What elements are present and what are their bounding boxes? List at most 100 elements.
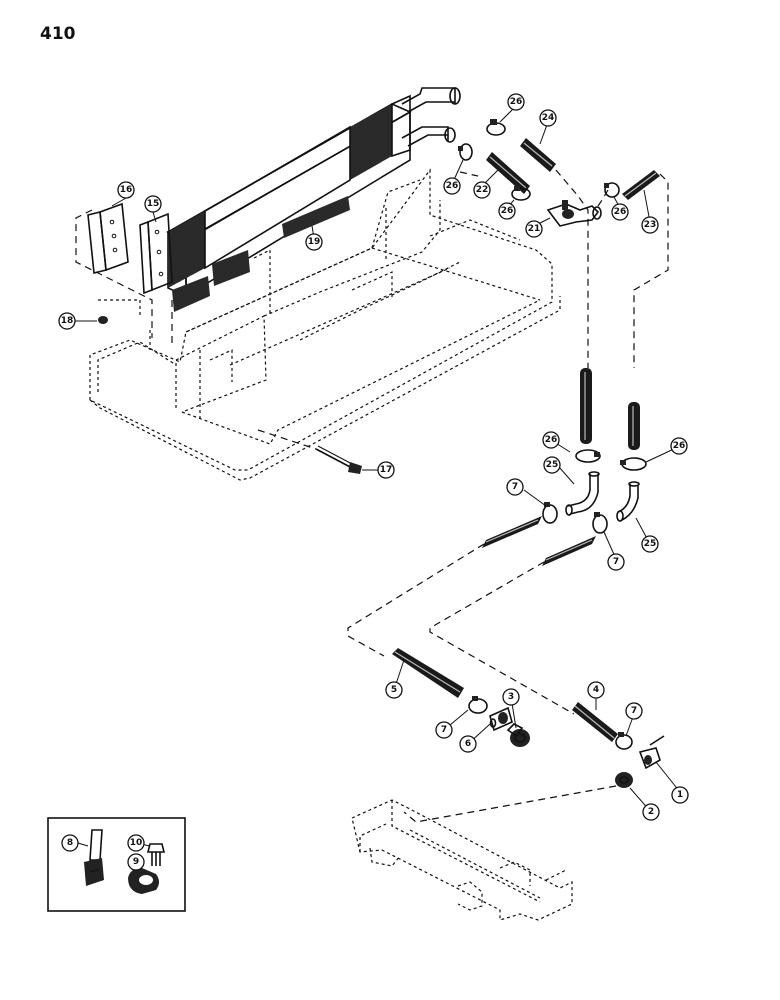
clamp-26-f bbox=[620, 457, 647, 471]
clamp-26-d bbox=[604, 182, 620, 198]
engine-block-outline bbox=[351, 799, 573, 921]
callout-25-b: 25 bbox=[641, 535, 659, 553]
callout-26-d: 26 bbox=[611, 203, 629, 221]
svg-text:26: 26 bbox=[545, 435, 558, 445]
svg-text:26: 26 bbox=[446, 181, 459, 191]
callout-26-e: 26 bbox=[542, 431, 560, 449]
bracket-15 bbox=[139, 212, 173, 295]
callout-1: 1 bbox=[671, 786, 689, 804]
guide-line-return bbox=[429, 561, 575, 715]
svg-text:6: 6 bbox=[465, 739, 471, 749]
callout-15: 15 bbox=[144, 195, 162, 213]
svg-text:25: 25 bbox=[644, 539, 657, 549]
callout-8: 8 bbox=[61, 834, 79, 852]
drain-valve-1 bbox=[638, 735, 665, 770]
hose-5 bbox=[392, 648, 464, 698]
page-number: 410 bbox=[40, 24, 76, 44]
callout-26-f: 26 bbox=[670, 437, 688, 455]
callout-19: 19 bbox=[305, 233, 323, 251]
svg-text:1: 1 bbox=[677, 790, 683, 800]
guide-line-brackets bbox=[75, 209, 153, 338]
svg-text:26: 26 bbox=[510, 97, 523, 107]
callout-21: 21 bbox=[525, 220, 543, 238]
svg-text:7: 7 bbox=[512, 482, 518, 492]
vertical-hose-left bbox=[580, 368, 592, 444]
callout-5: 5 bbox=[385, 681, 403, 699]
callout-10: 10 bbox=[127, 834, 145, 852]
svg-text:4: 4 bbox=[593, 685, 599, 695]
guide-line-left-return bbox=[555, 169, 589, 368]
clamp-26-e bbox=[575, 449, 601, 463]
svg-text:2: 2 bbox=[648, 807, 654, 817]
callout-4: 4 bbox=[587, 681, 605, 699]
svg-text:23: 23 bbox=[644, 220, 657, 230]
guide-line-bolt bbox=[257, 429, 317, 450]
callout-9: 9 bbox=[127, 853, 145, 871]
core-fins-left bbox=[168, 211, 205, 288]
bracket-16 bbox=[87, 202, 129, 274]
svg-text:19: 19 bbox=[308, 237, 321, 247]
guide-line-feed bbox=[347, 543, 485, 657]
svg-text:9: 9 bbox=[133, 857, 139, 867]
guide-line-upper bbox=[459, 171, 479, 177]
guide-line-engine bbox=[403, 785, 617, 823]
hose-mid-right bbox=[542, 536, 596, 566]
clip-9 bbox=[128, 868, 159, 894]
guide-line-valve bbox=[597, 189, 609, 207]
callout-7-a: 7 bbox=[506, 478, 524, 496]
callout-22: 22 bbox=[473, 181, 491, 199]
svg-text:26: 26 bbox=[614, 207, 627, 217]
svg-text:8: 8 bbox=[67, 838, 73, 848]
svg-text:3: 3 bbox=[508, 692, 514, 702]
clamp-26-a bbox=[486, 119, 506, 136]
callout-24: 24 bbox=[539, 109, 557, 127]
bolt-10 bbox=[146, 843, 166, 866]
clamp-26-b bbox=[458, 143, 473, 161]
svg-text:17: 17 bbox=[380, 465, 393, 475]
callout-18: 18 bbox=[58, 312, 76, 330]
adapter-2 bbox=[615, 772, 633, 788]
foam-seal-19 bbox=[172, 196, 350, 312]
guide-line-right-return bbox=[633, 173, 669, 368]
callout-23: 23 bbox=[641, 216, 659, 234]
callout-2: 2 bbox=[642, 803, 660, 821]
hose-4 bbox=[572, 702, 618, 742]
svg-text:10: 10 bbox=[130, 838, 143, 848]
svg-text:15: 15 bbox=[147, 199, 160, 209]
inset-box bbox=[47, 817, 186, 912]
svg-text:7: 7 bbox=[631, 706, 637, 716]
hose-mid-left bbox=[482, 516, 542, 548]
callout-16: 16 bbox=[117, 181, 135, 199]
clamp-7-a bbox=[542, 502, 558, 524]
svg-text:18: 18 bbox=[61, 316, 74, 326]
callout-7-b: 7 bbox=[607, 553, 625, 571]
svg-text:16: 16 bbox=[120, 185, 133, 195]
svg-text:7: 7 bbox=[613, 557, 619, 567]
callout-6: 6 bbox=[459, 735, 477, 753]
callout-25-a: 25 bbox=[543, 456, 561, 474]
elbow-25-b bbox=[616, 481, 640, 522]
hose-22 bbox=[486, 152, 530, 194]
shutoff-valve-21 bbox=[546, 200, 602, 227]
fitting-3 bbox=[506, 723, 530, 747]
clamp-7-b bbox=[592, 512, 608, 534]
housing-outline bbox=[89, 168, 561, 481]
callout-26-b: 26 bbox=[443, 177, 461, 195]
svg-text:24: 24 bbox=[542, 113, 555, 123]
clamp-26-c bbox=[511, 186, 531, 201]
callout-3: 3 bbox=[502, 688, 520, 706]
svg-text:25: 25 bbox=[546, 460, 559, 470]
heater-core bbox=[166, 87, 461, 298]
bolt-17 bbox=[315, 445, 362, 474]
svg-text:26: 26 bbox=[673, 441, 686, 451]
callout-7-c: 7 bbox=[435, 721, 453, 739]
callout-26-a: 26 bbox=[507, 93, 525, 111]
vertical-hose-right bbox=[628, 402, 640, 450]
svg-text:5: 5 bbox=[391, 685, 397, 695]
svg-text:26: 26 bbox=[501, 206, 514, 216]
callout-17: 17 bbox=[377, 461, 395, 479]
svg-text:7: 7 bbox=[441, 725, 447, 735]
clamp-7-d bbox=[615, 732, 633, 750]
clamp-7-c bbox=[468, 696, 488, 714]
